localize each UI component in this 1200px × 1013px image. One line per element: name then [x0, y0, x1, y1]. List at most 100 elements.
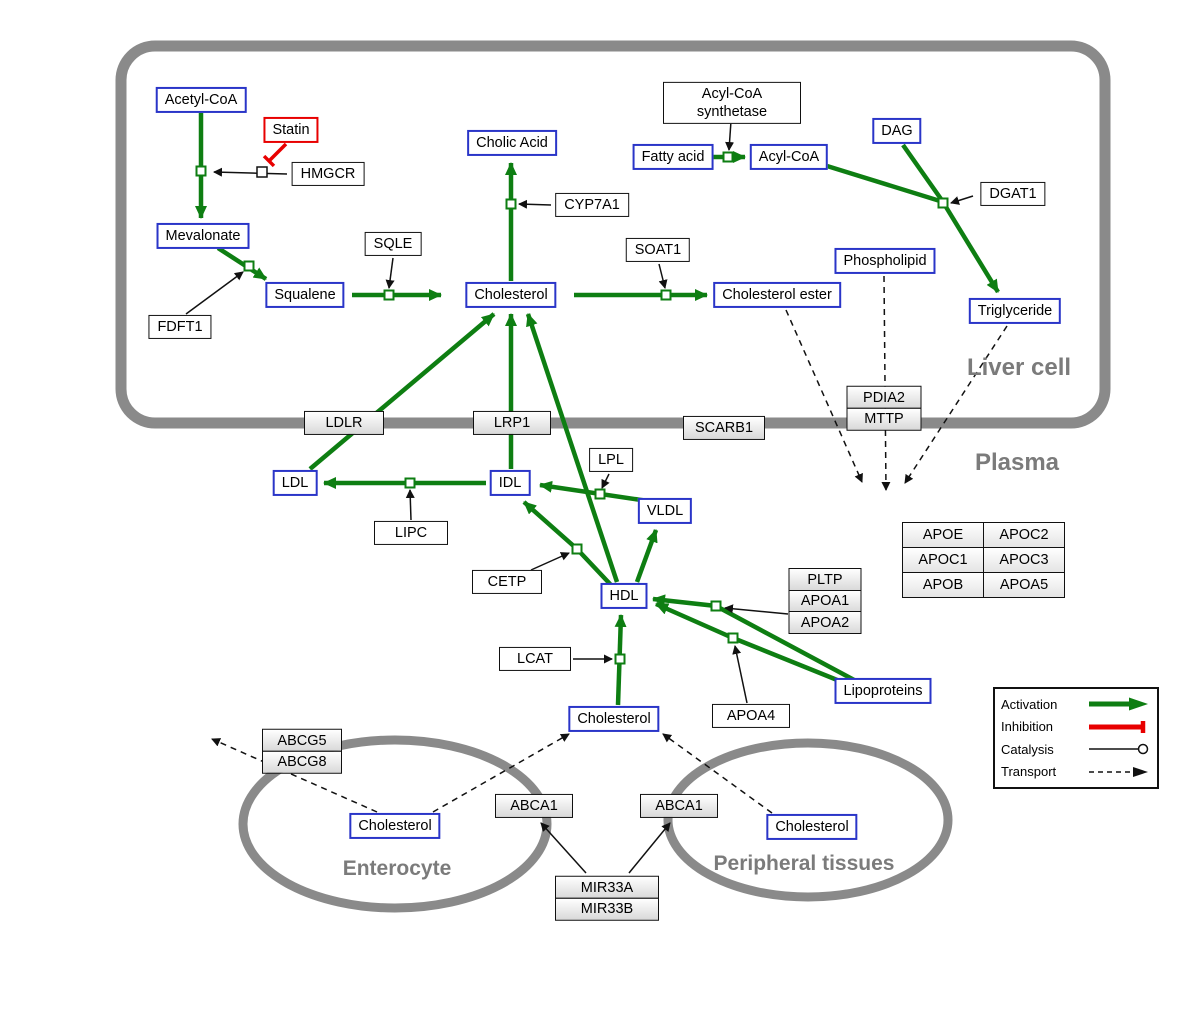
node-apoa2[interactable]: APOA2 — [788, 611, 862, 634]
node-abca1-right[interactable]: ABCA1 — [640, 793, 718, 819]
node-lrp1[interactable]: LRP1 — [473, 410, 551, 436]
transport-edges — [211, 275, 1008, 814]
edge-ldl-cholesterol-uptake — [308, 312, 496, 471]
node-hmgcr[interactable]: HMGCR — [291, 161, 365, 187]
node-apoc2[interactable]: APOC2 — [984, 523, 1065, 548]
liver-cell-membrane — [115, 40, 1111, 429]
node-acetyl-coa[interactable]: Acetyl-CoA — [155, 86, 247, 114]
edge-fdft1-catalysis — [185, 271, 244, 315]
node-abcg5[interactable]: ABCG5 — [262, 728, 342, 752]
node-abca1-left[interactable]: ABCA1 — [495, 793, 573, 819]
node-acyl-coa-synthetase[interactable]: Acyl-CoA synthetase — [663, 81, 801, 125]
node-lipc[interactable]: LIPC — [374, 520, 448, 546]
edge-reaction-triglyceride — [944, 205, 1000, 294]
node-apoa1[interactable]: APOA1 — [788, 589, 862, 613]
peripheral-tissues-membrane — [663, 738, 953, 902]
node-ldl[interactable]: LDL — [272, 469, 318, 497]
edge-apoa-stack-catalysis — [724, 604, 789, 615]
node-apoc3[interactable]: APOC3 — [984, 548, 1065, 573]
edge-mir33-abca1-left — [540, 822, 587, 874]
edge-dgat1-catalysis — [950, 195, 974, 205]
legend-catalysis-label: Catalysis — [1001, 741, 1054, 757]
legend-row-transport: Transport — [1001, 761, 1151, 783]
node-acyl-coa[interactable]: Acyl-CoA — [749, 143, 829, 171]
edge-acylcoa-synthetase-catalysis — [725, 120, 735, 151]
edge-cetp-catalysis — [530, 552, 570, 571]
legend: Activation Inhibition Catalysis Transpor… — [993, 687, 1159, 789]
legend-row-inhibition: Inhibition — [1001, 716, 1151, 738]
edge-hdl-vldl — [634, 529, 659, 583]
edge-statin-inhibition — [262, 142, 288, 168]
node-triglyceride[interactable]: Triglyceride — [968, 297, 1062, 325]
node-apoe[interactable]: APOE — [903, 523, 984, 548]
transport-dashed-arrow-icon — [1089, 766, 1148, 777]
legend-activation-label: Activation — [1001, 696, 1058, 712]
node-pdia2[interactable]: PDIA2 — [846, 385, 922, 409]
node-sqle[interactable]: SQLE — [364, 231, 422, 257]
edge-cyp7a1-catalysis — [518, 199, 552, 209]
node-apoc1[interactable]: APOC1 — [903, 548, 984, 573]
node-cholesterol-plasma[interactable]: Cholesterol — [568, 705, 660, 733]
node-dgat1[interactable]: DGAT1 — [980, 181, 1046, 207]
node-abcg-stack: ABCG5 ABCG8 — [262, 728, 342, 774]
node-hdl[interactable]: HDL — [600, 582, 648, 610]
edge-apoa4-catalysis — [732, 645, 748, 704]
node-apoa-stack: PLTP APOA1 APOA2 — [788, 568, 862, 634]
node-cholesterol-peripheral[interactable]: Cholesterol — [766, 813, 858, 841]
node-pltp[interactable]: PLTP — [788, 568, 862, 591]
node-apob[interactable]: APOB — [903, 573, 984, 598]
node-cholesterol-enterocyte[interactable]: Cholesterol — [349, 812, 441, 840]
node-squalene[interactable]: Squalene — [265, 281, 345, 309]
node-mir33b[interactable]: MIR33B — [555, 897, 659, 921]
node-mevalonate[interactable]: Mevalonate — [156, 222, 250, 250]
catalysis-circle-icon — [1089, 744, 1149, 755]
node-apoa5[interactable]: APOA5 — [984, 573, 1065, 598]
node-cyp7a1[interactable]: CYP7A1 — [555, 192, 629, 218]
node-lcat[interactable]: LCAT — [499, 646, 571, 672]
node-cetp[interactable]: CETP — [472, 569, 542, 595]
legend-inhibition-label: Inhibition — [1001, 719, 1054, 735]
inhibition-tbar-icon — [1089, 720, 1146, 733]
node-lipoproteins[interactable]: Lipoproteins — [834, 677, 932, 705]
node-statin[interactable]: Statin — [263, 116, 319, 144]
edge-dag-dgat1-reaction — [901, 143, 943, 201]
edge-mir33-abca1-right — [628, 822, 671, 874]
node-abcg8[interactable]: ABCG8 — [262, 750, 342, 774]
edge-peripheral-cholesterol-efflux — [662, 733, 773, 814]
edge-sqle-catalysis — [385, 257, 395, 289]
node-soat1[interactable]: SOAT1 — [625, 237, 691, 263]
node-ldlr[interactable]: LDLR — [304, 410, 384, 436]
node-mir33-stack: MIR33A MIR33B — [555, 875, 659, 921]
node-mir33a[interactable]: MIR33A — [555, 875, 659, 899]
edge-triglyceride-secretion — [904, 325, 1008, 484]
edge-soat1-catalysis — [658, 263, 668, 289]
catalysis-edges — [185, 120, 974, 874]
plasma-label: Plasma — [974, 449, 1060, 476]
edge-hmgcr-catalysis — [213, 167, 288, 177]
node-pdia2-mttp-stack: PDIA2 MTTP — [846, 385, 922, 431]
node-cholic-acid[interactable]: Cholic Acid — [467, 129, 557, 157]
node-cholesterol-liver[interactable]: Cholesterol — [465, 281, 557, 309]
enterocyte-label: Enterocyte — [342, 857, 452, 880]
liver-cell-label: Liver cell — [966, 354, 1072, 381]
node-cholesterol-ester[interactable]: Cholesterol ester — [713, 281, 841, 309]
node-lpl[interactable]: LPL — [589, 447, 633, 473]
activation-arrow-icon — [1089, 697, 1148, 711]
node-fatty-acid[interactable]: Fatty acid — [632, 143, 714, 171]
node-mttp[interactable]: MTTP — [846, 407, 922, 431]
edge-acylcoa-dgat1-reaction — [826, 163, 941, 204]
edge-cholesterol-abcg-efflux — [211, 738, 378, 813]
peripheral-tissues-label: Peripheral tissues — [713, 852, 895, 875]
node-phospholipid[interactable]: Phospholipid — [834, 247, 936, 275]
edge-lpl-catalysis — [601, 473, 610, 489]
node-idl[interactable]: IDL — [489, 469, 531, 497]
node-scarb1[interactable]: SCARB1 — [683, 415, 765, 441]
node-vldl[interactable]: VLDL — [637, 497, 693, 525]
reaction-nodes — [195, 151, 949, 665]
node-apoa4[interactable]: APOA4 — [712, 703, 790, 729]
node-fdft1[interactable]: FDFT1 — [148, 314, 212, 340]
node-dag[interactable]: DAG — [872, 117, 922, 145]
edge-lipc-catalysis — [405, 489, 415, 521]
